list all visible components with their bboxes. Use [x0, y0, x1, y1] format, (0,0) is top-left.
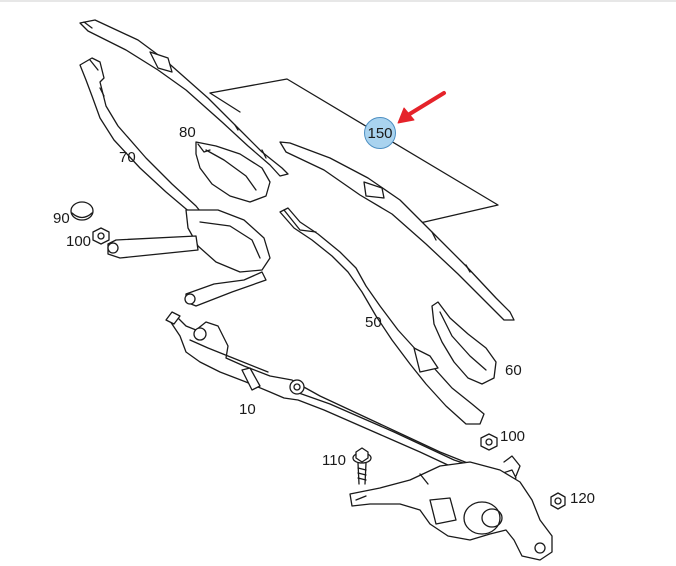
part-60-arm-cover-right[interactable]: [431, 301, 497, 385]
part-100-nut-right[interactable]: [480, 433, 498, 451]
part-110-bolt[interactable]: [352, 447, 372, 485]
wiper-motor[interactable]: [349, 455, 553, 561]
callout-120[interactable]: 120: [570, 490, 596, 507]
part-80-arm-cover-left[interactable]: [195, 141, 271, 203]
callout-150-selected[interactable]: 150: [364, 117, 396, 149]
callout-70[interactable]: 70: [119, 149, 136, 166]
part-90-cap[interactable]: [70, 201, 94, 221]
part-120-nut[interactable]: [550, 492, 566, 510]
callout-60[interactable]: 60: [505, 362, 522, 379]
callout-100-left[interactable]: 100: [66, 233, 92, 250]
wiper-blade-upper[interactable]: [79, 19, 289, 177]
callout-80[interactable]: 80: [179, 124, 196, 141]
callout-10[interactable]: 10: [239, 401, 256, 418]
callout-50[interactable]: 50: [365, 314, 382, 331]
part-100-nut-left[interactable]: [92, 227, 110, 245]
wiper-blade-lower[interactable]: [279, 141, 515, 321]
part-50-wiper-arm-right[interactable]: [279, 207, 485, 425]
callout-110[interactable]: 110: [322, 452, 346, 469]
part-70-wiper-arm-left[interactable]: [79, 57, 205, 217]
callout-100-right[interactable]: 100: [500, 428, 526, 445]
callout-150-label: 150: [367, 124, 393, 142]
wiper-arm-pivot-left[interactable]: [107, 209, 271, 307]
callout-90[interactable]: 90: [53, 210, 70, 227]
red-pointer-arrow: [397, 91, 446, 124]
